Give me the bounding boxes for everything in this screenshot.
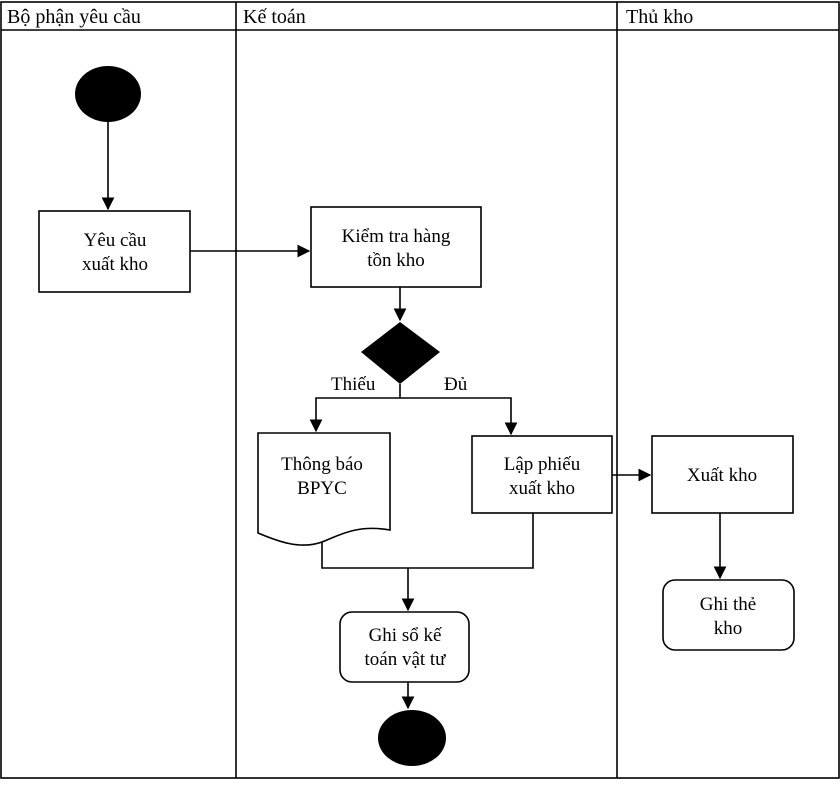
notify-label-line2: BPYC — [297, 478, 347, 499]
check-stock-node: Kiểm tra hàng tồn kho — [310, 206, 482, 288]
card-label-line2: kho — [714, 618, 743, 639]
issue-slip-node: Lập phiếu xuất kho — [471, 435, 613, 514]
check-label-line1: Kiểm tra hàng — [342, 226, 451, 247]
lane-title-accounting: Kế toán — [243, 6, 306, 28]
request-label-line1: Yêu cầu — [84, 230, 147, 251]
export-node: Xuất kho — [651, 435, 794, 514]
end-node — [378, 710, 446, 766]
lane-title-warehouse: Thủ kho — [626, 6, 693, 28]
check-label-line2: tồn kho — [367, 250, 425, 271]
merge-line — [321, 513, 534, 569]
issue-slip-label-line2: xuất kho — [509, 478, 575, 499]
ledger-label-line1: Ghi sổ kế — [369, 625, 442, 646]
ledger-node: Ghi sổ kế toán vật tư — [339, 611, 470, 683]
lane-frame — [0, 1, 840, 779]
outer-border — [0, 1, 840, 779]
flow-decision-to-issue-slip — [400, 397, 518, 436]
card-label-line1: Ghi thẻ — [700, 594, 756, 615]
export-label-line1: Xuất kho — [687, 465, 757, 486]
flow-decision-to-notify — [309, 397, 400, 433]
notify-label-line1: Thông báo — [281, 454, 363, 475]
request-node: Yêu cầu xuất kho — [38, 210, 191, 293]
branch-label-sufficient: Đủ — [444, 374, 468, 395]
request-label-line2: xuất kho — [82, 254, 148, 275]
notify-requester-node: Thông báo BPYC — [257, 432, 391, 546]
issue-slip-label-line1: Lập phiếu — [504, 454, 581, 475]
stock-card-node: Ghi thẻ kho — [662, 579, 795, 651]
branch-label-insufficient: Thiếu — [331, 374, 376, 395]
ledger-label-line2: toán vật tư — [364, 649, 446, 670]
start-node — [75, 66, 141, 122]
lane-title-requester: Bộ phận yêu cầu — [7, 6, 141, 28]
decision-node — [361, 322, 440, 384]
